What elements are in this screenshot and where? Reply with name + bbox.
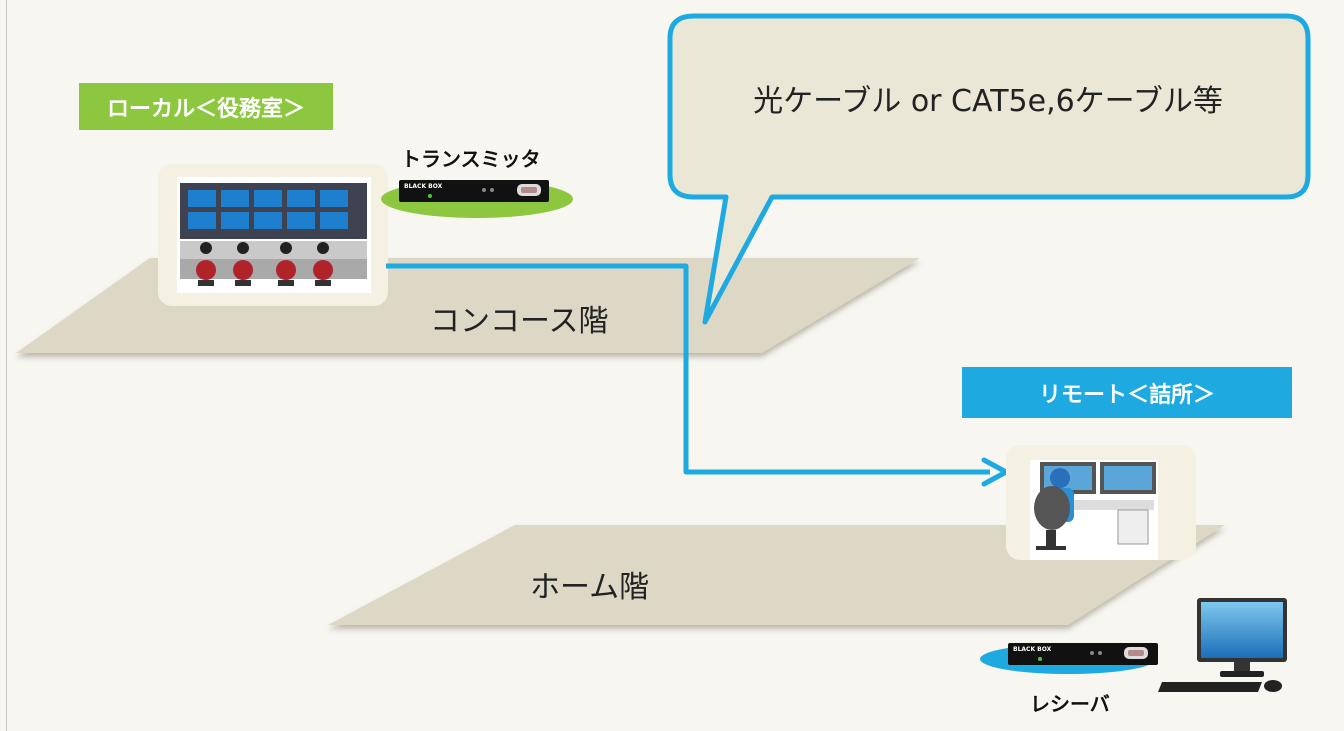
operator-head <box>1050 468 1070 488</box>
remote-room-tag: リモート＜詰所＞ <box>962 367 1292 418</box>
callout-bubble <box>667 13 1311 325</box>
left-border <box>6 0 7 731</box>
concourse-floor-label: コンコース階 <box>430 304 609 339</box>
monitor-wall <box>188 190 348 229</box>
receiver-brand: BLACK BOX <box>1013 646 1052 653</box>
transmitter-brand: BLACK BOX <box>404 183 443 190</box>
receiver-device <box>1008 643 1158 665</box>
transmitter-label: トランスミッタ <box>401 147 541 171</box>
home-floor-label: ホーム階 <box>530 570 650 605</box>
home-floor <box>328 525 1225 625</box>
pc-icon <box>1158 598 1287 692</box>
receiver-label: レシーバ <box>1030 692 1110 716</box>
transmitter-device <box>399 180 549 202</box>
callout-text: 光ケーブル or CAT5e,6ケーブル等 <box>753 84 1223 119</box>
local-room-tag: ローカル＜役務室＞ <box>79 83 333 130</box>
operator-chairs <box>196 260 333 286</box>
cable-line <box>386 263 990 475</box>
